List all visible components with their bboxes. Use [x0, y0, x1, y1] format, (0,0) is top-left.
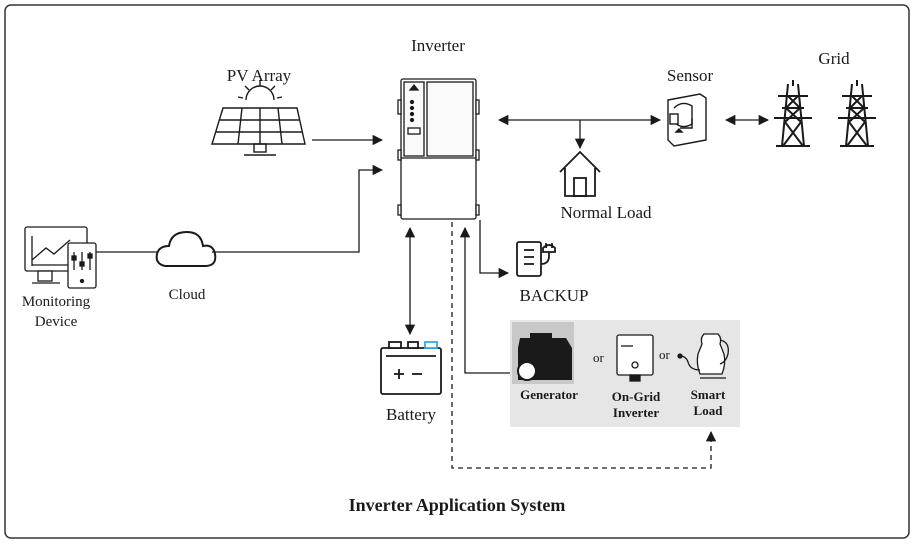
smart-load-label-line2: Load [693, 403, 723, 418]
smart-load-dashed-arrow [451, 222, 717, 469]
grid-label: Grid [818, 49, 850, 68]
monitor-icon [24, 226, 97, 289]
current-sensor-icon [667, 93, 707, 147]
inverter-label: Inverter [411, 36, 465, 55]
or-label-1: or [593, 350, 604, 365]
battery-label: Battery [385, 405, 437, 424]
outer-frame [4, 4, 910, 539]
generator-label: Generator [520, 387, 578, 402]
monitoring-device-label-line2: Device [34, 314, 78, 330]
on-grid-inverter-label-line2: Inverter [612, 405, 660, 420]
monitoring-device-label-line1: Monitoring [21, 294, 91, 310]
sensor-label: Sensor [666, 66, 714, 85]
pv-array-label: PV Array [226, 66, 292, 85]
generator-icon [512, 322, 574, 384]
on-grid-inverter-label-line1: On-Grid [611, 389, 661, 404]
backup-label: BACKUP [519, 286, 589, 305]
socket-plug-icon [516, 241, 556, 277]
normal-load-label: Normal Load [560, 203, 652, 222]
transmission-tower-icon [774, 80, 876, 147]
cloud-to-inverter-arrow [212, 164, 384, 253]
battery-icon [380, 341, 442, 395]
diagram-title: Inverter Application System [348, 495, 566, 515]
inverter-backup-arrow [479, 220, 510, 279]
solar-panel-icon [211, 80, 306, 156]
or-label-2: or [659, 347, 670, 362]
kettle-icon [677, 333, 729, 379]
cloud-label: Cloud [168, 287, 206, 303]
on-grid-inverter-icon [616, 334, 654, 382]
house-icon [559, 150, 601, 197]
inverter-icon [397, 78, 480, 220]
generator-to-inverter-arrow [459, 226, 510, 374]
smart-load-label-line1: Smart [690, 387, 726, 402]
cloud-icon [155, 230, 217, 267]
connection-lines [96, 114, 770, 469]
